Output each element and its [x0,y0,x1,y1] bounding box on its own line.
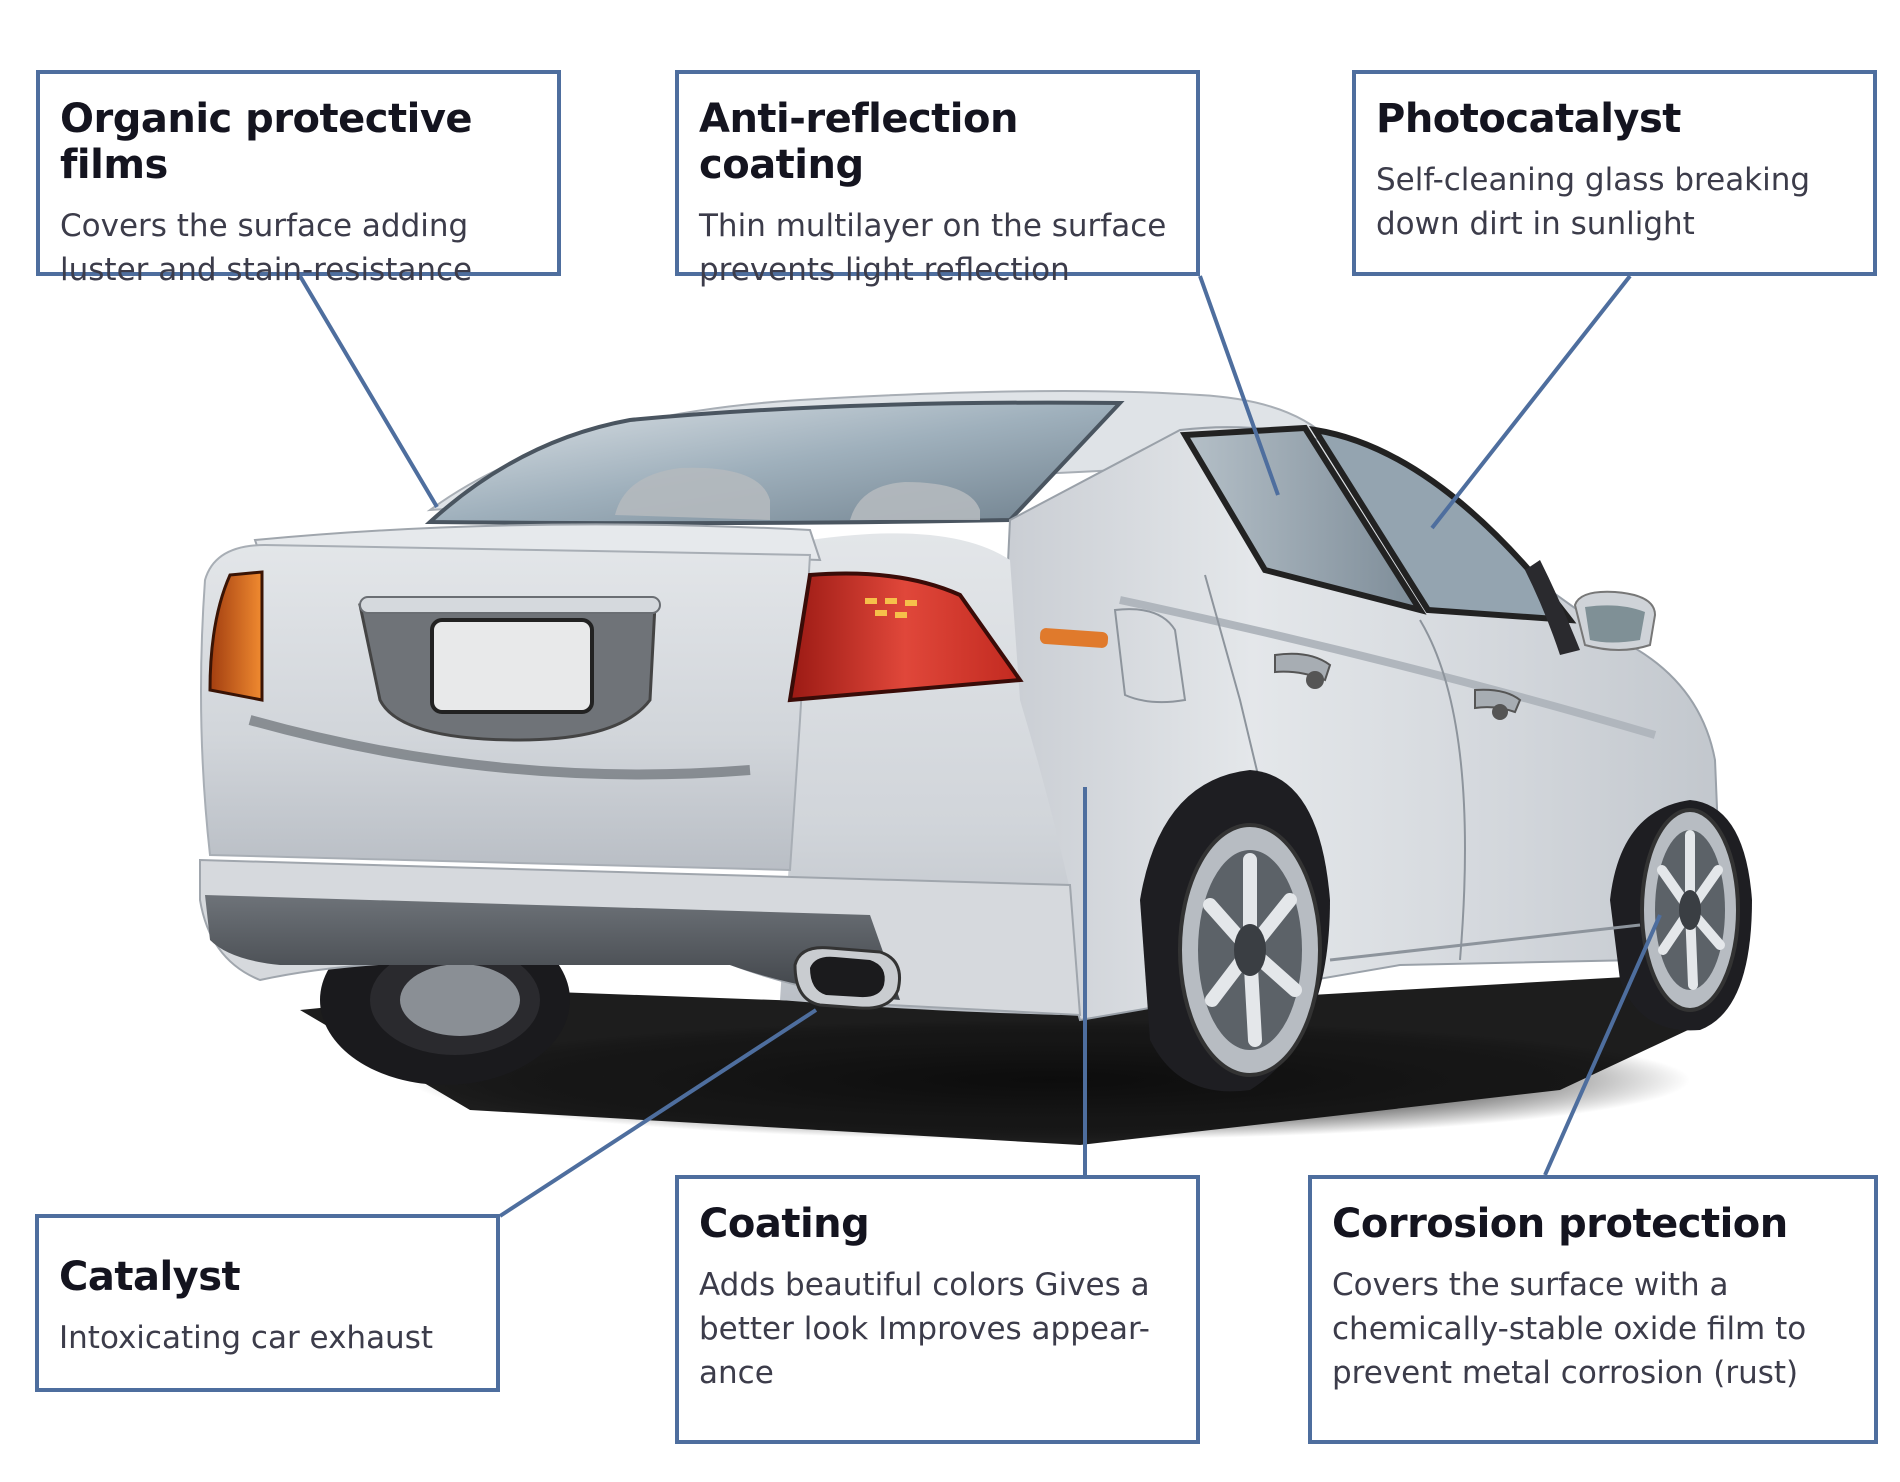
side-window-front [1179,424,1427,615]
exhaust-pipe [793,946,901,1010]
body-crease [1119,596,1657,739]
front-right-wheel [1610,800,1752,1031]
callout-title: Catalyst [59,1254,241,1300]
leader-organic [298,274,439,509]
a-pillar [1525,560,1580,655]
tail-light-detail [865,598,917,618]
rear-window [424,400,1125,526]
license-plate [430,618,594,714]
rear-window-seat-right [850,482,980,520]
callout-description: Self-cleaning glass breaking down dirt i… [1376,162,1811,243]
tail-light-right [787,571,1024,703]
leader-antiref [1198,275,1280,496]
callout-title: Anti-reflection coating [699,96,1018,188]
rear-window-seat-left [615,467,770,520]
callout-title: Corrosion protection [1332,1201,1788,1247]
callout-organic-protective-films: Organic protective films Covers the surf… [36,70,561,288]
door-line-2 [1419,619,1466,961]
side-marker-light [1039,628,1109,648]
callout-anti-reflection-coating: Anti-reflection coating Thin multilayer … [675,70,1200,288]
door-handle-rear [1274,652,1332,689]
fuel-door [1113,608,1187,704]
trunk-shadow [248,715,751,780]
rocker [1329,923,1641,962]
callout-description: Covers the surface adding luster and sta… [60,208,473,289]
callout-description: Covers the surface with a chemically-sta… [1332,1267,1807,1392]
license-chrome [359,596,661,614]
rear-right-wheel [1140,770,1330,1092]
door-handle-front [1474,688,1522,720]
callout-title: Coating [699,1201,870,1247]
callout-title: Organic protective films [60,96,473,188]
callout-description: Thin multilayer on the surface prevents … [699,208,1167,289]
leader-catalyst [498,1008,818,1218]
callout-title: Photocatalyst [1376,96,1681,142]
callout-corrosion-protection: Corrosion protection Covers the surface … [1308,1175,1878,1444]
side-mirror [1573,590,1657,651]
shadow-soft [410,1020,1690,1140]
tail-light-left [208,570,264,702]
callout-description: Adds beautiful colors Gives a better loo… [699,1267,1150,1392]
callout-photocatalyst: Photocatalyst Self-cleaning glass breaki… [1352,70,1877,276]
callout-catalyst: Catalyst Intoxicating car exhaust [35,1214,500,1392]
leader-lines [298,274,1662,1218]
bumper-diffuser [205,895,900,1000]
callout-description: Intoxicating car exhaust [59,1320,434,1356]
leader-corrosion [1543,914,1662,1176]
leader-photo [1430,274,1632,530]
callout-coating: Coating Adds beautiful colors Gives a be… [675,1175,1200,1444]
